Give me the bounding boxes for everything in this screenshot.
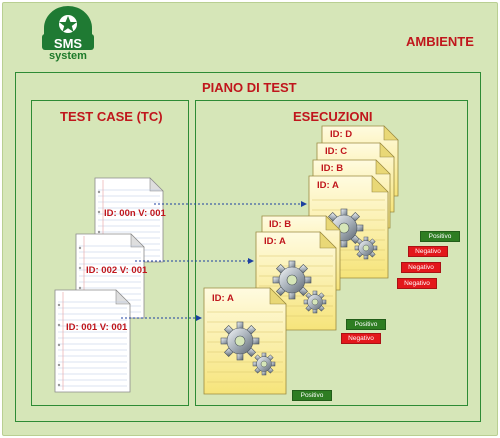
result-badge-positive: Positivo <box>420 231 460 242</box>
result-badge-negative: Negativo <box>341 333 381 344</box>
result-badge-negative: Negativo <box>401 262 441 273</box>
exec-label-a-1: ID: A <box>317 180 339 191</box>
logo-sub-text: system <box>49 50 87 62</box>
result-badge-positive: Positivo <box>346 319 386 330</box>
exec-label-c: ID: C <box>325 146 348 157</box>
piano-di-test-title: PIANO DI TEST <box>202 80 297 95</box>
test-case-label-00n: ID: 00n V: 001 <box>104 208 166 219</box>
result-badge-negative: Negativo <box>397 278 437 289</box>
test-case-label-001: ID: 001 V: 001 <box>66 322 128 333</box>
logo-main-text: SMS <box>53 36 83 51</box>
exec-label-b-2: ID: B <box>269 219 292 230</box>
test-case-box <box>31 100 189 406</box>
exec-label-d: ID: D <box>330 129 353 140</box>
result-badge-negative: Negativo <box>408 246 448 257</box>
esecuzioni-title: ESECUZIONI <box>293 109 373 124</box>
exec-label-a-3: ID: A <box>212 293 234 304</box>
result-badge-positive: Positivo <box>292 390 332 401</box>
ambiente-title: AMBIENTE <box>406 34 474 49</box>
exec-label-b: ID: B <box>321 163 344 174</box>
test-case-label-002: ID: 002 V: 001 <box>86 265 148 276</box>
exec-label-a-2: ID: A <box>264 236 286 247</box>
test-case-title: TEST CASE (TC) <box>60 109 163 124</box>
